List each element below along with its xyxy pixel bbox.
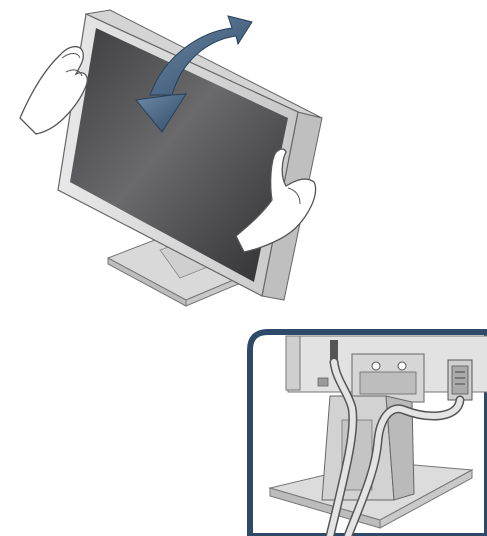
cable-routing-detail-panel xyxy=(250,332,487,536)
cable-holder-icon xyxy=(352,354,424,402)
dvi-connector-icon xyxy=(448,360,472,400)
monitor-rotation-panel xyxy=(20,10,322,306)
